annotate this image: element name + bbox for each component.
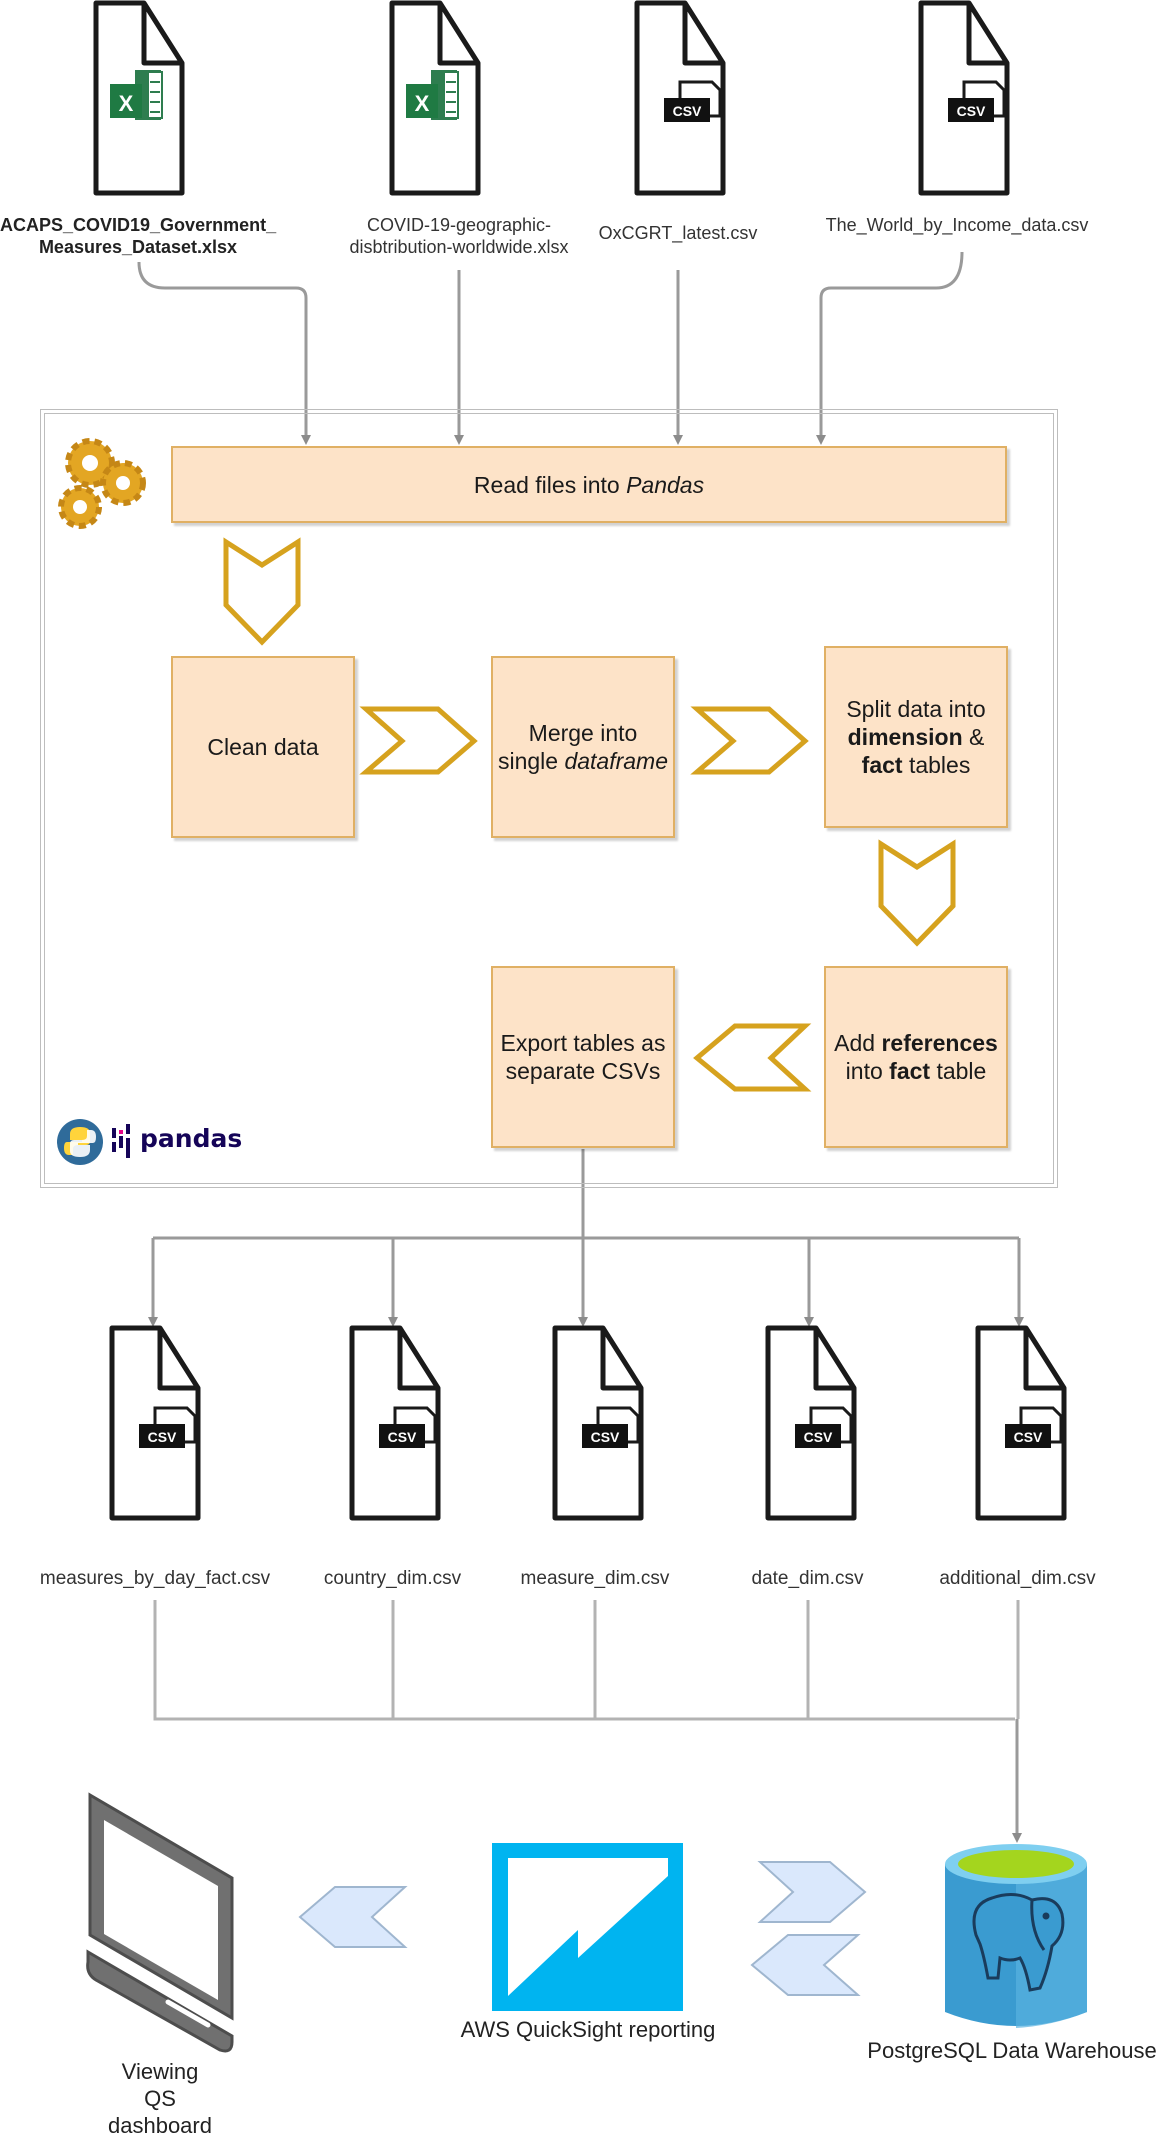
input-file-label-3: OxCGRT_latest.csv — [588, 222, 768, 244]
output-file-label-4: date_dim.csv — [751, 1568, 864, 1589]
svg-text:X: X — [119, 91, 134, 116]
merge-line-2-text: single — [497, 748, 565, 774]
references-line-2-bold: fact — [889, 1058, 931, 1084]
split-line-3: fact tables — [846, 751, 985, 779]
chevron-right-1 — [359, 706, 478, 775]
input-file-2: X — [392, 3, 478, 193]
postgres-database-icon — [945, 1844, 1087, 2028]
split-box: Split data into dimension & fact tables — [824, 646, 1008, 828]
pandas-logo — [57, 1119, 130, 1165]
references-line-2-text: into — [845, 1058, 890, 1084]
export-line-1: Export tables as — [500, 1030, 666, 1056]
monitor-label-line-3: dashboard — [108, 2113, 212, 2138]
postgres-label: PostgreSQL Data Warehouse — [867, 2038, 1157, 2063]
input-file-3 — [637, 3, 723, 193]
references-line-2: into fact table — [834, 1057, 998, 1085]
split-line-3-bold: fact — [861, 752, 903, 778]
pandas-mark-icon — [112, 1124, 130, 1158]
monitor-icon — [86, 1792, 234, 2053]
pandas-logo-text: pandas — [140, 1124, 243, 1153]
references-line-2-text-end: table — [930, 1058, 987, 1084]
input-connectors — [137, 251, 964, 445]
output-file-label-2: country_dim.csv — [323, 1568, 462, 1589]
export-connectors — [148, 1149, 1024, 1327]
output-file-label-1: measures_by_day_fact.csv — [39, 1568, 271, 1589]
merge-line-1: Merge into — [528, 720, 638, 746]
output-file-label-3: measure_dim.csv — [520, 1568, 670, 1589]
chevron-left-to-monitor — [298, 1886, 408, 1948]
add-references-box: Add references into fact table — [824, 966, 1008, 1148]
quicksight-label: AWS QuickSight reporting — [460, 2017, 716, 2042]
monitor-label: Viewing QS dashboard — [100, 2058, 220, 2139]
input-file-label-line: OxCGRT_latest.csv — [598, 223, 758, 243]
input-file-label-1: ACAPS_COVID19_Government_ Measures_Datas… — [0, 214, 276, 258]
split-line-2-bold: dimension — [847, 724, 963, 750]
input-file-label-line: Measures_Dataset.xlsx — [38, 237, 238, 257]
output-file-4 — [768, 1328, 854, 1518]
output-file-5 — [978, 1328, 1064, 1518]
chevron-down-2 — [878, 839, 956, 947]
merge-line-2-emphasis: dataframe — [564, 748, 669, 774]
quicksight-icon — [492, 1843, 683, 2011]
output-file-1 — [112, 1328, 198, 1518]
split-line-2: dimension & — [846, 723, 985, 751]
python-icon — [57, 1119, 103, 1165]
split-line-3-text: tables — [902, 752, 971, 778]
output-file-2 — [352, 1328, 438, 1518]
monitor-label-line-1: Viewing — [121, 2059, 199, 2084]
bottom-chevrons — [298, 1861, 867, 1996]
input-file-label-line: The_World_by_Income_data.csv — [825, 215, 1089, 235]
svg-text:X: X — [415, 91, 430, 116]
clean-data-box: Clean data — [171, 656, 355, 838]
input-file-label-line: ACAPS_COVID19_Government_ — [0, 215, 277, 235]
clean-data-text: Clean data — [207, 734, 319, 760]
references-line-1-text: Add — [834, 1030, 882, 1056]
excel-file-icon: X — [406, 70, 459, 120]
process-chevrons — [223, 537, 956, 1092]
split-line-1: Split data into — [846, 696, 986, 722]
references-line-1: Add references — [834, 1029, 998, 1057]
references-line-1-bold: references — [881, 1030, 998, 1056]
input-file-label-4: The_World_by_Income_data.csv — [815, 214, 1099, 236]
input-file-4 — [921, 3, 1007, 193]
monitor-label-line-2: QS — [144, 2086, 176, 2111]
read-files-box: Read files into Pandas — [171, 446, 1007, 523]
merge-line-2: single dataframe — [498, 747, 668, 775]
export-box: Export tables as separate CSVs — [491, 966, 675, 1148]
excel-file-icon: X — [110, 70, 163, 120]
processing-container — [40, 409, 1058, 1188]
split-line-2-text: & — [962, 724, 985, 750]
chevron-down-1 — [223, 537, 301, 646]
warehouse-connectors — [153, 1600, 1022, 1843]
chevron-right-to-postgres — [757, 1861, 867, 1923]
chevron-right-2 — [690, 706, 809, 775]
chevron-left-to-quicksight — [750, 1934, 861, 1996]
gears-icon — [58, 438, 146, 529]
chevron-left — [693, 1023, 812, 1092]
input-file-1: X — [96, 3, 182, 193]
output-file-label-5: additional_dim.csv — [939, 1568, 1096, 1589]
input-file-label-line: disbtribution-worldwide.xlsx — [349, 237, 569, 257]
input-file-label-2: COVID-19-geographic- disbtribution-world… — [338, 214, 580, 258]
merge-box: Merge into single dataframe — [491, 656, 675, 838]
read-files-text: Read files into — [473, 471, 627, 498]
read-files-emphasis: Pandas — [626, 471, 705, 498]
export-line-2: separate CSVs — [505, 1058, 661, 1084]
input-file-label-line: COVID-19-geographic- — [366, 215, 552, 235]
elephant-icon — [972, 1893, 1065, 1992]
output-file-3 — [555, 1328, 641, 1518]
